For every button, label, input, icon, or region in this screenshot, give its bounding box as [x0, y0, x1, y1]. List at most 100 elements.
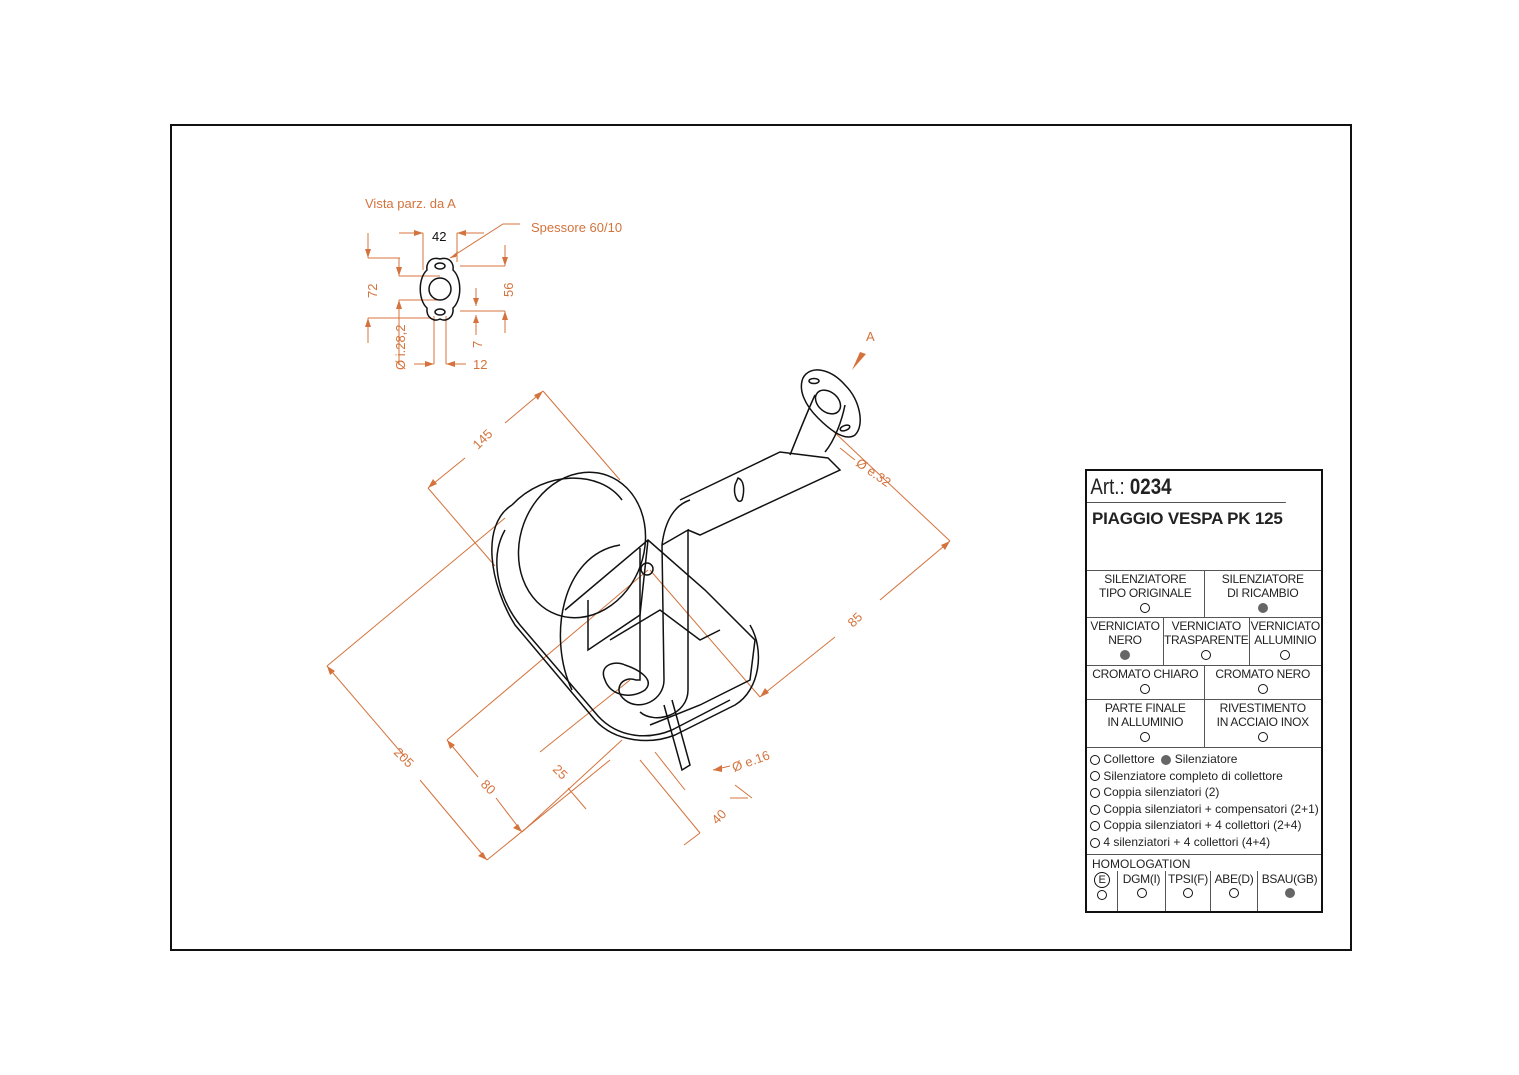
radio-unchecked[interactable]	[1090, 821, 1100, 832]
option-label: CROMATO NERO	[1215, 667, 1311, 681]
title-block: Art.: 0234 PIAGGIO VESPA PK 125 SILENZIA…	[1085, 469, 1323, 913]
view-marker-a: A	[866, 329, 875, 344]
option-label: PARTE FINALE	[1104, 701, 1186, 715]
option-cromato-chiaro[interactable]: CROMATO CHIARO	[1087, 666, 1205, 699]
dimension-arrows	[327, 352, 950, 860]
option-label: SILENZIATORE	[1221, 572, 1304, 586]
radio-unchecked[interactable]	[1090, 804, 1100, 815]
radio-unchecked[interactable]	[1090, 837, 1100, 848]
article-label: Art.:	[1090, 474, 1125, 499]
list-item[interactable]: Coppia silenziatori + compensatori (2+1)	[1090, 801, 1319, 818]
main-dimension-labels: A 145 205 80 25 40 85 Ø e.32 Ø e.16	[391, 329, 894, 827]
option-label: RIVESTIMENTO	[1219, 701, 1307, 715]
option-label: TIPO ORIGINALE	[1099, 586, 1192, 600]
option-label: Collettore	[1103, 752, 1155, 766]
drawing-frame	[170, 124, 1352, 951]
radio-unchecked[interactable]	[1097, 890, 1107, 901]
finish-options: PARTE FINALE IN ALLUMINIO RIVESTIMENTO I…	[1087, 700, 1321, 748]
homologation-tpsi[interactable]: TPSI(F)	[1166, 870, 1211, 911]
radio-checked[interactable]	[1284, 888, 1295, 899]
dim-42: 42	[432, 229, 446, 244]
homologation-dgm[interactable]: DGM(I)	[1118, 870, 1166, 911]
type-options: SILENZIATORE TIPO ORIGINALE SILENZIATORE…	[1087, 571, 1321, 618]
dim-25: 25	[550, 762, 571, 783]
dim-56: 56	[501, 283, 516, 297]
article-row: Art.: 0234	[1087, 471, 1286, 503]
radio-checked[interactable]	[1120, 649, 1130, 660]
dim-205: 205	[391, 745, 417, 771]
dim-72: 72	[365, 284, 380, 298]
option-rivestimento-inox[interactable]: RIVESTIMENTO IN ACCIAIO INOX	[1205, 700, 1322, 747]
e-mark-label: E	[1094, 871, 1110, 888]
list-item[interactable]: Coppia silenziatori (2)	[1090, 784, 1318, 801]
option-label: VERNICIATO	[1250, 619, 1321, 633]
option-label: SILENZIATORE	[1104, 572, 1187, 586]
homologation: HOMOLOGATION E DGM(I) TPSI(F) ABE(D) BSA…	[1087, 855, 1321, 911]
homologation-row: E DGM(I) TPSI(F) ABE(D) BSAU(GB)	[1087, 870, 1321, 911]
option-tipo-originale[interactable]: SILENZIATORE TIPO ORIGINALE	[1087, 571, 1205, 617]
option-label: DI RICAMBIO	[1227, 586, 1299, 600]
option-label: IN ALLUMINIO	[1107, 715, 1184, 729]
radio-unchecked[interactable]	[1280, 649, 1291, 660]
option-di-ricambio[interactable]: SILENZIATORE DI RICAMBIO	[1205, 571, 1322, 617]
option-label: DGM(I)	[1122, 871, 1161, 886]
dia-outlet: Ø e.16	[730, 747, 772, 774]
option-label: Coppia silenziatori + 4 collettori (2+4)	[1103, 818, 1302, 833]
radio-unchecked[interactable]	[1090, 754, 1100, 765]
paint-options: VERNICIATO NERO VERNICIATO TRASPARENTE V…	[1087, 618, 1321, 666]
radio-unchecked[interactable]	[1140, 731, 1151, 742]
option-label: CROMATO CHIARO	[1092, 667, 1199, 681]
muffler	[491, 369, 861, 772]
dim-80: 80	[478, 777, 499, 798]
option-label: Silenziatore	[1174, 752, 1238, 766]
dim-12: 12	[473, 357, 487, 372]
list-item[interactable]: 4 silenziatori + 4 collettori (4+4)	[1090, 834, 1318, 851]
option-label: Coppia silenziatori (2)	[1103, 785, 1220, 800]
e-mark: E	[1087, 871, 1117, 888]
radio-checked[interactable]	[1257, 602, 1268, 613]
option-cromato-nero[interactable]: CROMATO NERO	[1205, 666, 1322, 699]
option-label: NERO	[1108, 633, 1142, 647]
dim-145: 145	[470, 426, 496, 452]
list-item[interactable]: Coppia silenziatori + 4 collettori (2+4)	[1090, 817, 1318, 834]
option-label: TRASPARENTE	[1164, 633, 1249, 647]
option-label: BSAU(GB)	[1261, 871, 1318, 886]
option-label: 4 silenziatori + 4 collettori (4+4)	[1103, 834, 1271, 849]
homologation-title: HOMOLOGATION	[1092, 856, 1191, 871]
radio-unchecked[interactable]	[1201, 649, 1212, 660]
partial-view-title: Vista parz. da A	[365, 196, 456, 211]
dim-40: 40	[709, 806, 730, 827]
partial-view: Vista parz. da A Spessore 60/10 42	[365, 196, 622, 372]
homologation-abe[interactable]: ABE(D)	[1211, 870, 1258, 911]
radio-unchecked[interactable]	[1257, 731, 1268, 742]
radio-unchecked[interactable]	[1090, 788, 1100, 799]
option-parte-finale-alluminio[interactable]: PARTE FINALE IN ALLUMINIO	[1087, 700, 1205, 747]
chrome-options: CROMATO CHIARO CROMATO NERO	[1087, 666, 1321, 700]
model-name: PIAGGIO VESPA PK 125	[1087, 503, 1321, 571]
radio-unchecked[interactable]	[1140, 683, 1151, 694]
option-label: IN ACCIAIO INOX	[1216, 715, 1309, 729]
radio-checked[interactable]	[1161, 754, 1172, 765]
dia-inlet: Ø e.32	[853, 455, 894, 490]
list-item[interactable]: Collettore Silenziatore	[1090, 751, 1318, 768]
radio-unchecked[interactable]	[1090, 771, 1100, 782]
option-label: Silenziatore completo di collettore	[1103, 768, 1283, 783]
main-dimensions	[326, 390, 951, 861]
dim-85: 85	[845, 609, 866, 630]
option-verniciato-alluminio[interactable]: VERNICIATO ALLUMINIO	[1250, 618, 1322, 665]
option-label: VERNICIATO	[1090, 619, 1160, 633]
option-verniciato-trasparente[interactable]: VERNICIATO TRASPARENTE	[1164, 618, 1250, 665]
radio-unchecked[interactable]	[1257, 683, 1268, 694]
homologation-e[interactable]: E	[1087, 870, 1118, 911]
dim-7: 7	[470, 341, 485, 348]
radio-unchecked[interactable]	[1140, 602, 1151, 613]
dim-inner-diameter: Ø i.28,2	[393, 324, 408, 370]
option-verniciato-nero[interactable]: VERNICIATO NERO	[1087, 618, 1164, 665]
radio-unchecked[interactable]	[1183, 888, 1193, 899]
article-number: 0234	[1129, 474, 1172, 499]
radio-unchecked[interactable]	[1229, 888, 1239, 899]
homologation-bsau[interactable]: BSAU(GB)	[1258, 871, 1321, 911]
list-item[interactable]: Silenziatore completo di collettore	[1090, 768, 1318, 785]
radio-unchecked[interactable]	[1136, 888, 1147, 899]
